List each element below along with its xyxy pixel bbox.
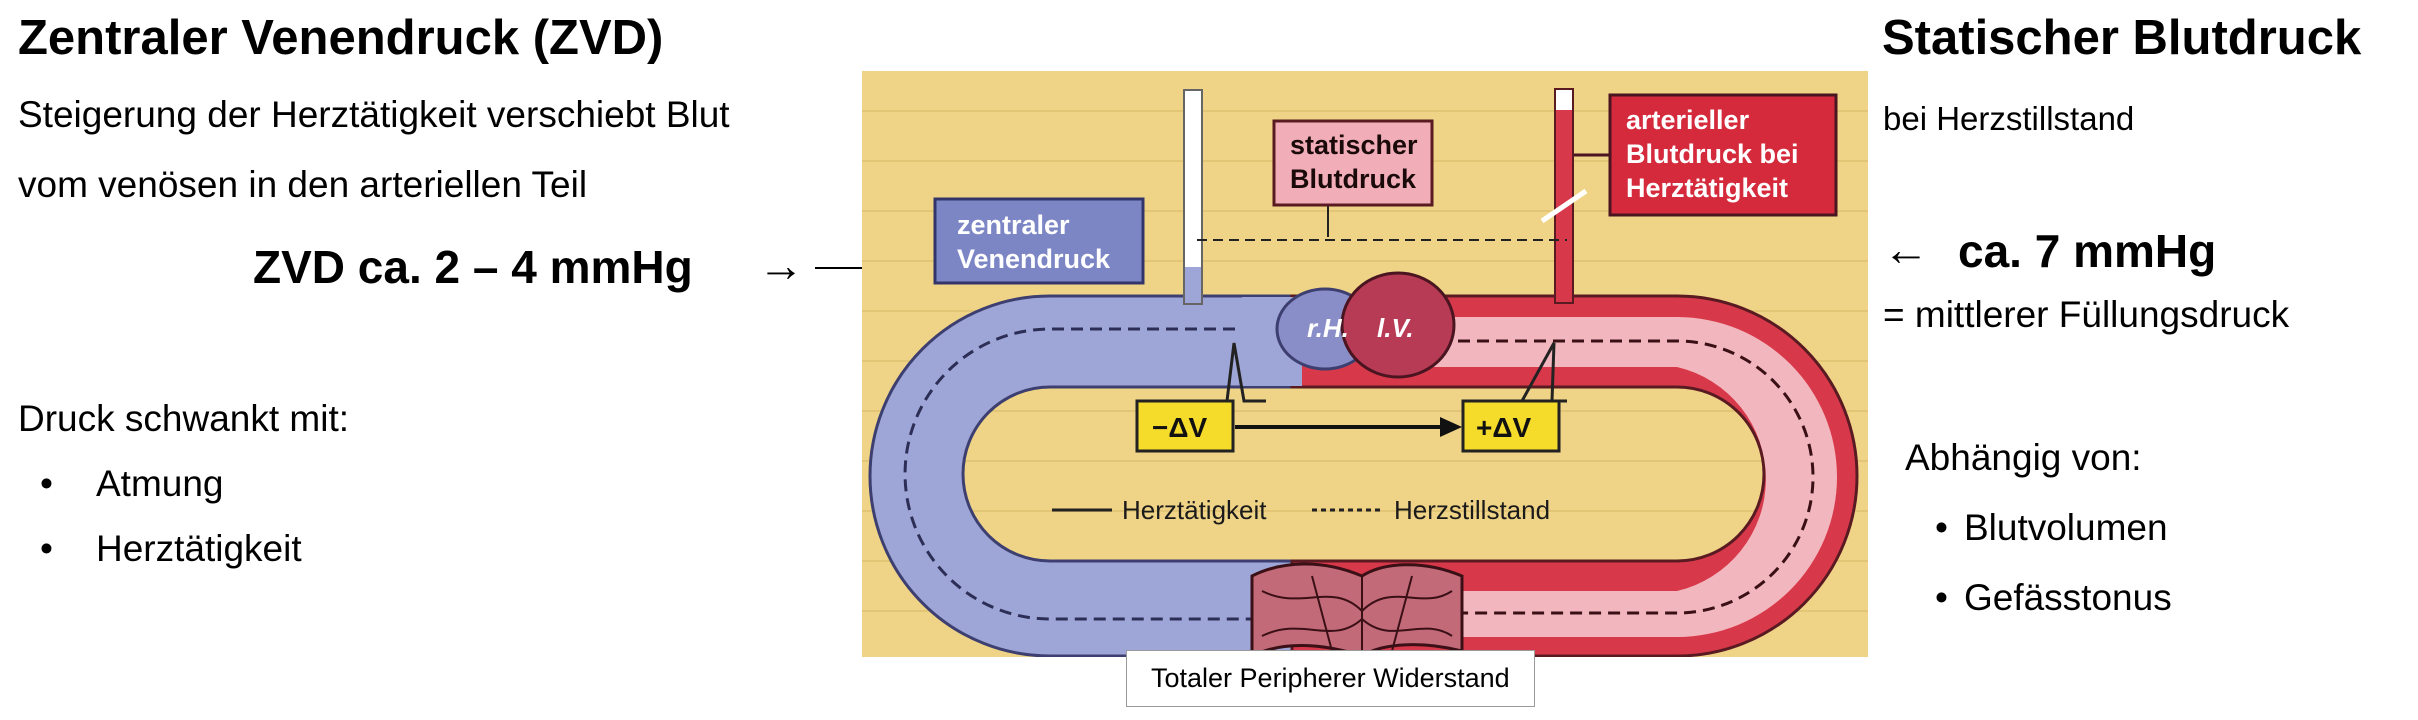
minus-dv-box [1135,399,1235,453]
druck-item-atmung: •Atmung [40,463,224,504]
statischer-blutdruck-box [1272,119,1434,207]
bullet-icon: • [1935,577,1948,618]
arteriell-label-line3: Herztätigkeit [1626,173,1788,203]
bullet-icon: • [40,463,53,504]
depends-item-gefaesstonus: •Gefässtonus [1935,577,2172,618]
arteriell-label-line2: Blutdruck bei [1626,139,1799,169]
zvd-arrow-icon: → [758,239,804,291]
circulation-diagram: r.H. l.V. zentraler Venendruck statische… [862,71,1868,657]
zvd-title: Zentraler Venendruck (ZVD) [18,11,664,65]
rh-label: r.H. [1307,313,1349,343]
static-subtitle: bei Herzstillstand [1883,100,2135,137]
statischer-label-line1: statischer [1290,130,1418,160]
zvd-description-line1: Steigerung der Herztätigkeit verschiebt … [18,94,730,135]
arteriell-label-line1: arterieller [1626,105,1750,135]
minus-dv-label: −ΔV [1152,412,1207,443]
depends-heading: Abhängig von: [1905,437,2142,478]
arterieller-blutdruck-box [1608,93,1838,217]
zvd-standpipe [1183,89,1203,305]
caption-box: Totaler Peripherer Widerstand [1126,650,1535,707]
statischer-label-line2: Blutdruck [1290,164,1417,194]
plus-dv-label: +ΔV [1476,412,1531,443]
druck-item-herztaetigkeit: •Herztätigkeit [40,528,302,569]
arterial-dashed-line [1382,339,1815,615]
zvd-description-line2: vom venösen in den arteriellen Teil [18,164,588,205]
static-title: Statischer Blutdruck [1882,11,2362,65]
dv-transfer-arrowhead [1440,417,1462,437]
static-value-note: = mittlerer Füllungsdruck [1883,294,2290,335]
left-ventricle [1340,271,1456,379]
arterial-standpipe [1554,88,1574,304]
static-value: ca. 7 mmHg [1958,225,2217,277]
zentraler-label-line1: zentraler [957,210,1070,240]
druck-heading: Druck schwankt mit: [18,398,350,439]
bullet-icon: • [40,528,53,569]
arterial-standpipe-top [1556,90,1572,110]
venous-vessel [868,294,1294,657]
zvd-column [1185,267,1201,303]
depends-item-blutvolumen: •Blutvolumen [1935,507,2168,548]
plus-dv-box [1461,399,1561,453]
lv-label: l.V. [1377,313,1414,343]
legend-dashed-label: Herzstillstand [1394,495,1550,525]
zvd-value: ZVD ca. 2 – 4 mmHg [253,241,693,293]
zentraler-label-line2: Venendruck [957,244,1111,274]
caption-label: Totaler Peripherer Widerstand [1151,663,1510,693]
arterial-break-mark [1540,188,1588,224]
legend-solid-label: Herztätigkeit [1122,495,1267,525]
venous-dashed-line [903,327,1292,621]
capillary-bed [1250,562,1464,657]
zentraler-venendruck-box [933,197,1145,285]
static-arrow-icon: ← [1883,223,1929,275]
bullet-icon: • [1935,507,1948,548]
